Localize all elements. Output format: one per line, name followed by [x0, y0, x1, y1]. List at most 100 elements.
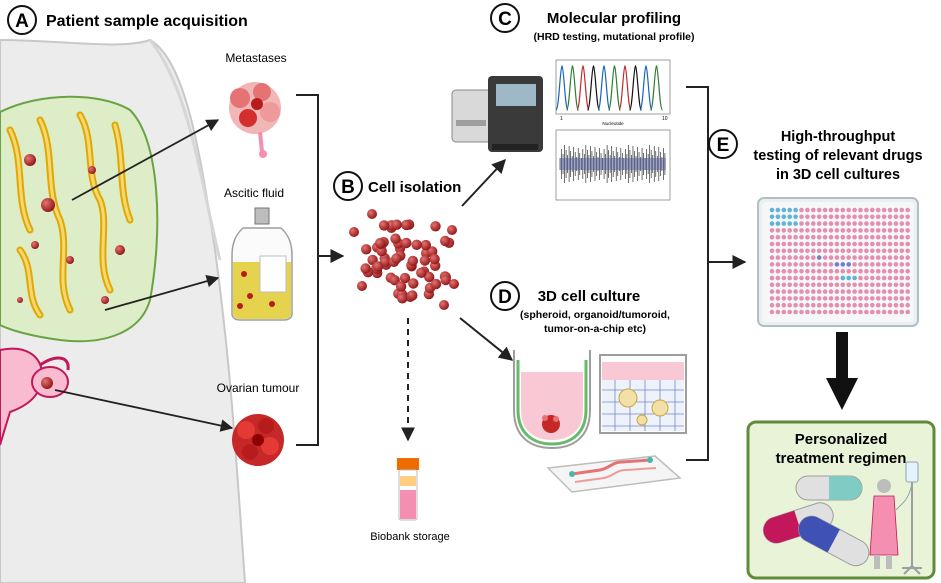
- plate-well: [799, 207, 804, 213]
- capsule-blue-icon: [798, 515, 870, 567]
- cell: [391, 253, 402, 264]
- panel-a-letter: A: [15, 11, 29, 32]
- mutation-plot: [555, 129, 671, 201]
- plate-well: [846, 214, 851, 220]
- plate-well: [781, 207, 787, 213]
- plate-well: [875, 302, 881, 308]
- plate-well: [793, 302, 798, 308]
- plate-well: [893, 248, 899, 254]
- plate-well: [816, 248, 822, 254]
- plate-well: [852, 268, 857, 274]
- plate-well: [905, 228, 910, 233]
- plate-well: [787, 234, 792, 240]
- plate-well: [781, 228, 787, 233]
- plate-well: [781, 255, 787, 260]
- cell: [399, 272, 411, 284]
- chromatogram-peak: [576, 65, 590, 111]
- plate-well: [899, 262, 905, 267]
- cell: [440, 235, 451, 247]
- plate-well: [870, 282, 875, 288]
- plate-well: [775, 268, 781, 274]
- plate-well: [864, 255, 869, 260]
- plate-well: [887, 262, 893, 267]
- plate-well: [852, 214, 857, 220]
- plate-well: [870, 241, 875, 247]
- plate-well: [840, 214, 846, 220]
- treatment-title-line2: treatment regimen: [776, 450, 907, 467]
- plate-well: [775, 282, 781, 288]
- plate-well: [805, 248, 810, 254]
- plate-well: [864, 214, 869, 220]
- cell: [401, 219, 412, 231]
- plate-well: [816, 289, 822, 294]
- plate-well: [787, 241, 792, 247]
- plate-well: [893, 241, 899, 247]
- plate-well: [840, 302, 846, 308]
- panel-c-badge: [490, 3, 520, 33]
- plate-well: [893, 234, 899, 240]
- plate-well: [887, 282, 893, 288]
- plate-well: [846, 221, 851, 226]
- plate-well: [769, 275, 775, 281]
- chromatogram-peak: [649, 65, 664, 111]
- plate-well: [893, 207, 899, 213]
- plate-well: [870, 248, 875, 254]
- cell-cluster: [349, 209, 459, 310]
- arrow-to-metastases: [71, 119, 220, 201]
- plate-well: [852, 296, 857, 301]
- cell: [439, 300, 449, 310]
- plate-well: [811, 309, 816, 315]
- plate-well: [846, 282, 851, 288]
- panel-d-subtitle-line2: tumor-on-a-chip etc): [544, 323, 646, 335]
- plate-well: [793, 289, 798, 294]
- capsule-teal-icon: [795, 475, 863, 501]
- panel-b-title: Cell isolation: [368, 179, 461, 196]
- plate-well: [846, 255, 851, 260]
- plate-well: [864, 262, 869, 267]
- plate-well: [775, 207, 781, 213]
- plate-well: [816, 255, 822, 260]
- plate-well: [864, 275, 869, 281]
- cell: [390, 233, 401, 244]
- plate-well: [905, 221, 910, 226]
- plate-well: [893, 268, 899, 274]
- plate-well: [899, 248, 905, 254]
- plate-well: [834, 207, 840, 213]
- panel-e-badge: [708, 129, 738, 159]
- plate-well: [858, 262, 863, 267]
- plate-well: [811, 268, 816, 274]
- plate-well: [905, 214, 910, 220]
- panel-d-subtitle-line1: (spheroid, organoid/tumoroid,: [520, 309, 670, 321]
- plate-well: [793, 248, 798, 254]
- plate-well: [793, 214, 798, 220]
- arrow-to-ascitic: [104, 275, 220, 311]
- plate-well: [828, 248, 834, 254]
- plate-well: [887, 255, 893, 260]
- chromatogram: 1 10 Nucleotide: [555, 59, 671, 126]
- plate-well: [899, 282, 905, 288]
- panel-d-letter: D: [498, 287, 512, 308]
- plate-well: [799, 234, 804, 240]
- plate-well: [840, 262, 846, 267]
- plate-well: [781, 234, 787, 240]
- plate-well: [887, 296, 893, 301]
- plate-well: [852, 207, 857, 213]
- arrow-to-treatment: [826, 332, 858, 410]
- plate-well: [881, 248, 887, 254]
- plate-well: [775, 255, 781, 260]
- plate-well: [781, 289, 787, 294]
- plate-well: [793, 241, 798, 247]
- plate-well: [840, 268, 846, 274]
- cell: [372, 261, 384, 272]
- plate-well: [769, 262, 775, 267]
- plate-well: [816, 262, 822, 267]
- plate-well: [781, 262, 787, 267]
- chromatogram-tick-start: 1: [560, 116, 563, 122]
- plate-well: [875, 289, 881, 294]
- plate-well: [781, 309, 787, 315]
- plate-well: [840, 221, 846, 226]
- plate-well: [858, 207, 863, 213]
- plate-well: [805, 234, 810, 240]
- plate-well: [870, 296, 875, 301]
- plate-well: [822, 309, 828, 315]
